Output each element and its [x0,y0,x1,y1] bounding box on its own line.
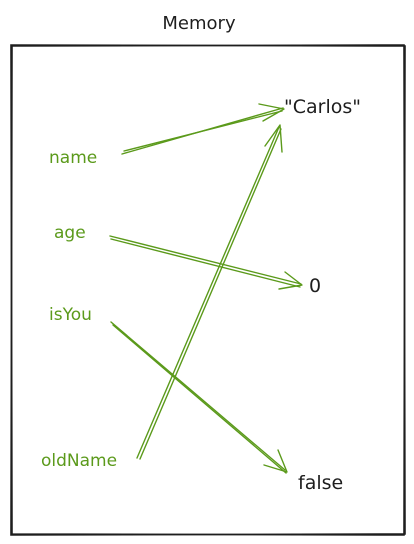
arrow-isyou-to-false [110,321,288,474]
variable-label-name: name [49,148,97,168]
memory-frame [10,44,406,536]
arrow-name-to-carlos [121,103,285,155]
arrow-oldname-to-carlos [136,124,283,460]
variable-label-oldname: oldName [41,451,117,471]
arrows-group [109,103,303,474]
values-group: "Carlos" 0 false [284,96,361,494]
variable-label-age: age [54,223,86,243]
value-zero: 0 [309,275,321,297]
value-carlos: "Carlos" [284,96,361,118]
arrow-age-to-zero [109,235,303,290]
value-false: false [298,472,343,494]
memory-title: Memory [162,13,236,34]
variable-label-isyou: isYou [49,305,92,325]
variables-group: name age isYou oldName [41,148,117,471]
